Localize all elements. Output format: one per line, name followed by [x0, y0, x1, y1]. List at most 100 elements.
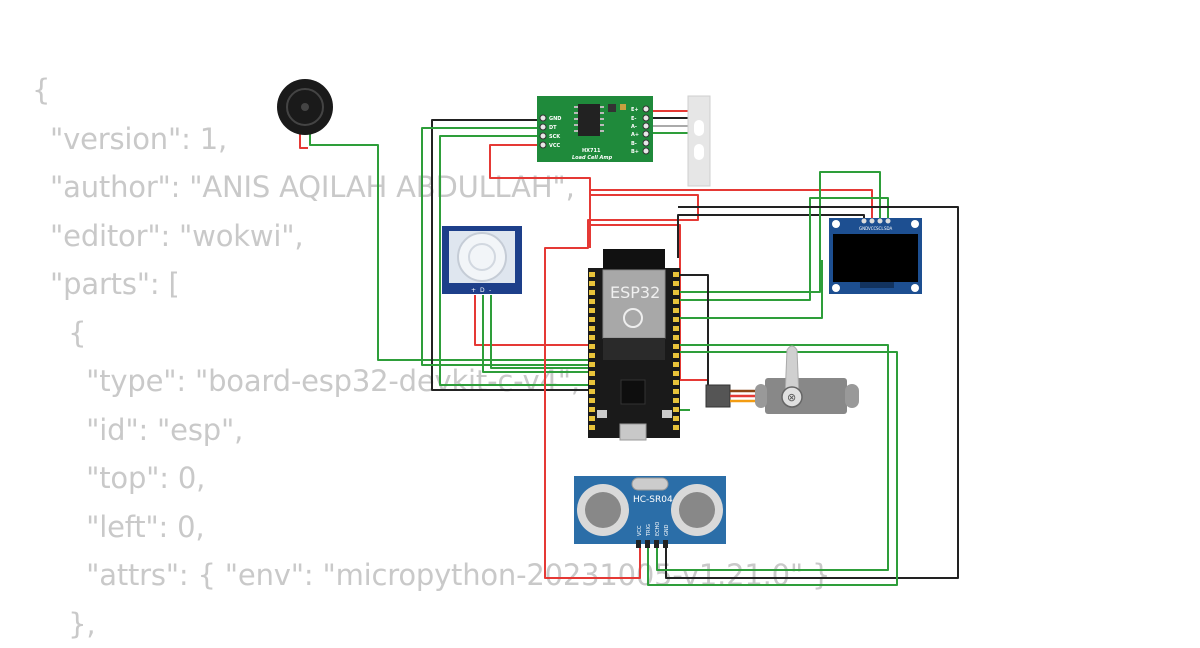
pir-sensor[interactable]: + D - — [442, 226, 522, 294]
wire-gnd-loop[interactable] — [665, 206, 959, 579]
wire-hx-dt[interactable] — [421, 127, 590, 366]
us-pin-trig: TRIG — [646, 524, 652, 537]
oled-mount-bl — [832, 284, 840, 292]
wires — [299, 110, 959, 586]
esp32-antenna — [603, 249, 665, 271]
oled-pin-gnd: GND — [859, 226, 868, 231]
hx711-pin-gnd: GND — [549, 116, 561, 122]
wire-us-echo[interactable] — [656, 344, 889, 571]
pir-pin-d: D — [480, 287, 485, 294]
hx711-comp-1 — [608, 104, 616, 112]
json-line: "parts": [ — [32, 267, 180, 301]
wire-hx-vcc[interactable] — [489, 144, 591, 248]
us-transducer-left-mesh — [585, 492, 621, 528]
hx711-pin-a-minus: A- — [631, 124, 637, 130]
hx711-pin-vcc: VCC — [549, 143, 561, 149]
esp32-board[interactable]: ESP32 — [588, 249, 680, 441]
hx711-chip-pins — [574, 106, 604, 132]
hx711-module[interactable]: GND DT SCK VCC E+ E- A- A+ B- B+ HX711 L… — [537, 96, 653, 162]
us-transducer-right-mesh — [679, 492, 715, 528]
load-cell[interactable] — [687, 95, 711, 187]
hx711-subtitle: Load Cell Amp — [572, 155, 613, 161]
oled-pin-vcc: VCC — [868, 226, 877, 231]
esp32-right-header — [673, 272, 679, 430]
esp32-usb-port — [619, 423, 647, 441]
json-line: "editor": "wokwi", — [32, 218, 304, 253]
hx711-pin-b-plus: B+ — [631, 149, 639, 155]
servo-flange-right — [845, 384, 859, 408]
circuit-canvas: GND DT SCK VCC E+ E- A- A+ B- B+ HX711 L… — [277, 79, 959, 586]
hx711-pin-a-plus: A+ — [631, 132, 639, 138]
esp32-button-boot[interactable] — [597, 410, 607, 418]
wire-pir-minus[interactable] — [490, 295, 590, 369]
load-cell-slot-1 — [694, 120, 704, 136]
buzzer[interactable] — [277, 79, 333, 135]
servo-shaft — [781, 386, 803, 408]
wire-us-trig[interactable] — [647, 351, 898, 586]
servo-horn — [784, 345, 800, 399]
servo-flange-left — [755, 384, 767, 408]
json-line: "id": "esp", — [32, 412, 244, 447]
oled-mount-tl — [832, 220, 840, 228]
wire-red-oled[interactable] — [590, 189, 873, 220]
json-line: { — [32, 73, 51, 107]
oled-mount-br — [911, 284, 919, 292]
hx711-pin-e-plus: E+ — [631, 107, 639, 113]
esp32-label: ESP32 — [610, 283, 660, 302]
wire-oled-scl[interactable] — [678, 171, 881, 293]
wire-buzzer-red[interactable] — [299, 128, 308, 149]
esp32-logo-icon — [623, 308, 643, 328]
esp32-button-en[interactable] — [662, 410, 672, 418]
hx711-pin-sck: SCK — [549, 134, 561, 140]
json-line: "type": "board-esp32-devkit-c-v4", — [32, 364, 580, 398]
hx711-pin-b-minus: B- — [631, 141, 637, 147]
oled-screen — [833, 234, 918, 282]
load-cell-slot-2 — [694, 144, 704, 160]
hx711-title: HX711 — [582, 148, 601, 154]
oled-pins — [861, 218, 891, 224]
oled-display[interactable]: GND VCC SCL SDA — [829, 218, 922, 294]
oled-pin-sda: SDA — [884, 226, 893, 231]
hx711-chip — [578, 104, 600, 136]
oled-pin-scl: SCL — [876, 226, 884, 231]
hx711-pin-e-minus: E- — [631, 116, 637, 122]
wire-pir-d[interactable] — [482, 295, 590, 373]
servo-body — [765, 378, 847, 414]
pir-lens-inner — [468, 243, 496, 271]
load-cell-bar — [687, 95, 711, 187]
us-label: HC-SR04 — [633, 495, 673, 505]
wire-hx-gnd[interactable] — [431, 119, 590, 391]
wire-oled-gnd[interactable] — [677, 214, 865, 258]
us-crystal — [631, 477, 669, 491]
servo-connector — [705, 384, 731, 408]
json-line: "attrs": { "env": "micropython-20231005-… — [32, 558, 831, 592]
ultrasonic-sensor[interactable]: HC-SR04 VCC TRIG ECHO GND — [574, 476, 726, 548]
pir-pin-plus: + — [471, 287, 476, 294]
hx711-left-pins — [539, 114, 547, 149]
wire-red-rail[interactable] — [544, 194, 699, 579]
hx711-right-pins — [642, 105, 650, 155]
us-pin-vcc: VCC — [637, 525, 643, 536]
us-pin-gnd: GND — [664, 524, 670, 536]
esp32-left-header — [589, 272, 595, 430]
json-line: "version": 1, — [32, 121, 227, 156]
buzzer-hole — [301, 103, 309, 111]
wire-buzzer-green[interactable] — [309, 128, 590, 361]
esp32-chip-1 — [620, 379, 646, 405]
wire-esp-green-right[interactable] — [678, 260, 823, 319]
us-header-pins — [636, 540, 668, 548]
pir-lens — [457, 232, 507, 282]
oled-ribbon — [860, 282, 894, 288]
us-pin-echo: ECHO — [655, 522, 661, 536]
wire-oled-sda[interactable] — [678, 197, 889, 301]
servo-motor[interactable]: ⊗ — [705, 345, 859, 414]
hx711-comp-2 — [620, 104, 626, 110]
esp32-module-base — [603, 338, 665, 360]
hx711-pin-dt: DT — [549, 125, 557, 131]
buzzer-ring — [286, 88, 324, 126]
json-line: "author": "ANIS AQILAH ABDULLAH", — [32, 170, 575, 204]
servo-shaft-icon: ⊗ — [787, 391, 796, 404]
pir-pin-minus: - — [489, 287, 491, 294]
wire-hx-sck[interactable] — [439, 135, 590, 386]
wire-pir-plus[interactable] — [474, 295, 590, 346]
